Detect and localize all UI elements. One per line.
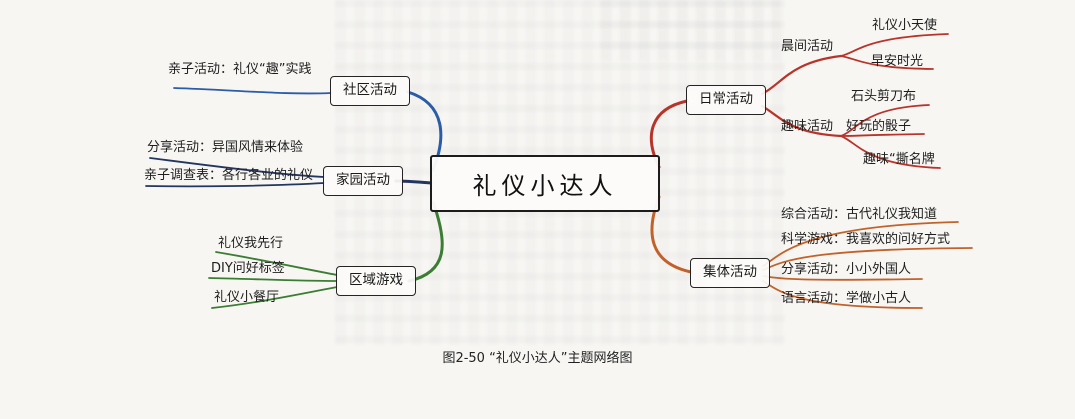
daily-morning-leaf-line-2 bbox=[840, 55, 934, 70]
area-games-leaf-line-1 bbox=[215, 251, 338, 276]
leaf-group-1: 综合活动：古代礼仪我知道 bbox=[781, 207, 938, 222]
area-games-leaf-line-2 bbox=[208, 277, 338, 282]
leaf-area-3: 礼仪小餐厅 bbox=[214, 290, 280, 305]
leaf-daily-fun-3: 趣味“撕名牌 bbox=[863, 152, 935, 167]
leaf-daily-fun-2: 好玩的骰子 bbox=[846, 119, 912, 134]
area-games-branch-line bbox=[407, 200, 444, 283]
leaf-home-1: 分享活动：异国风情来体验 bbox=[147, 140, 304, 155]
center-node: 礼仪小达人 bbox=[430, 155, 660, 212]
leaf-daily-fun-1: 石头剪刀布 bbox=[851, 89, 917, 104]
daily-morning-leaf-line-1 bbox=[840, 33, 949, 57]
leaf-daily-morning-1: 礼仪小天使 bbox=[872, 18, 938, 33]
node-home: 家园活动 bbox=[323, 166, 403, 196]
daily-fun-leaf-line-1 bbox=[840, 104, 930, 137]
node-area-games: 区域游戏 bbox=[336, 266, 416, 296]
community-leaf-line bbox=[173, 87, 332, 95]
home-leaf-line-1 bbox=[149, 157, 325, 178]
leaf-group-3: 分享活动：小小外国人 bbox=[781, 262, 912, 277]
daily-fun-leaf-line-2 bbox=[840, 133, 925, 137]
sub-daily-morning: 晨间活动 bbox=[781, 39, 834, 54]
leaf-home-2: 亲子调查表：各行各业的礼仪 bbox=[144, 168, 314, 183]
leaf-area-2: DIY问好标签 bbox=[211, 261, 285, 276]
node-group: 集体活动 bbox=[690, 258, 770, 288]
area-games-leaf-line-3 bbox=[211, 286, 338, 309]
node-community: 社区活动 bbox=[330, 76, 410, 106]
leaf-group-4: 语言活动：学做小古人 bbox=[781, 291, 912, 306]
figure-caption: 图2-50 “礼仪小达人”主题网络图 bbox=[442, 351, 633, 366]
home-leaf-line-2 bbox=[145, 182, 325, 188]
leaf-daily-morning-2: 早安时光 bbox=[871, 54, 924, 69]
daily-sub-fun-line bbox=[760, 104, 843, 138]
sub-daily-fun: 趣味活动 bbox=[781, 119, 834, 134]
node-daily: 日常活动 bbox=[686, 85, 766, 115]
leaf-group-2: 科学游戏：我喜欢的问好方式 bbox=[781, 232, 951, 247]
leaf-community-1: 亲子活动：礼仪“趣”实践 bbox=[168, 62, 312, 77]
leaf-area-1: 礼仪我先行 bbox=[218, 236, 284, 251]
daily-sub-morning-line bbox=[760, 54, 843, 96]
daily-fun-leaf-line-3 bbox=[840, 135, 941, 169]
